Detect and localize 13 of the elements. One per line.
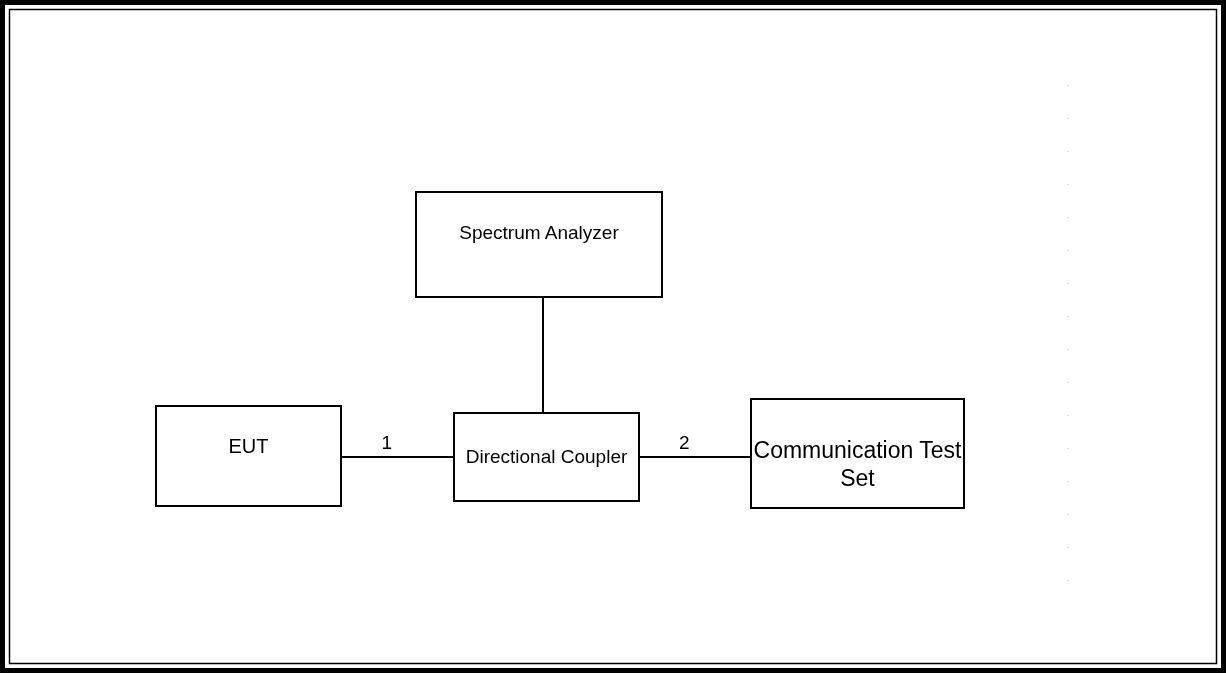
device-box — [155, 405, 342, 507]
device-box — [750, 398, 965, 509]
edge-label: 2 — [679, 433, 690, 452]
device-label: Directional Coupler — [465, 445, 628, 469]
connector-line — [542, 297, 544, 413]
device-box — [453, 412, 640, 502]
edge-label: 1 — [381, 433, 393, 452]
device-label: EUT — [228, 434, 269, 458]
connector-line — [639, 456, 751, 458]
device-label: Spectrum Analyzer — [459, 222, 619, 245]
device-label: Communication Test Set — [752, 436, 963, 493]
device-box — [415, 191, 663, 298]
connector-line — [341, 456, 454, 458]
